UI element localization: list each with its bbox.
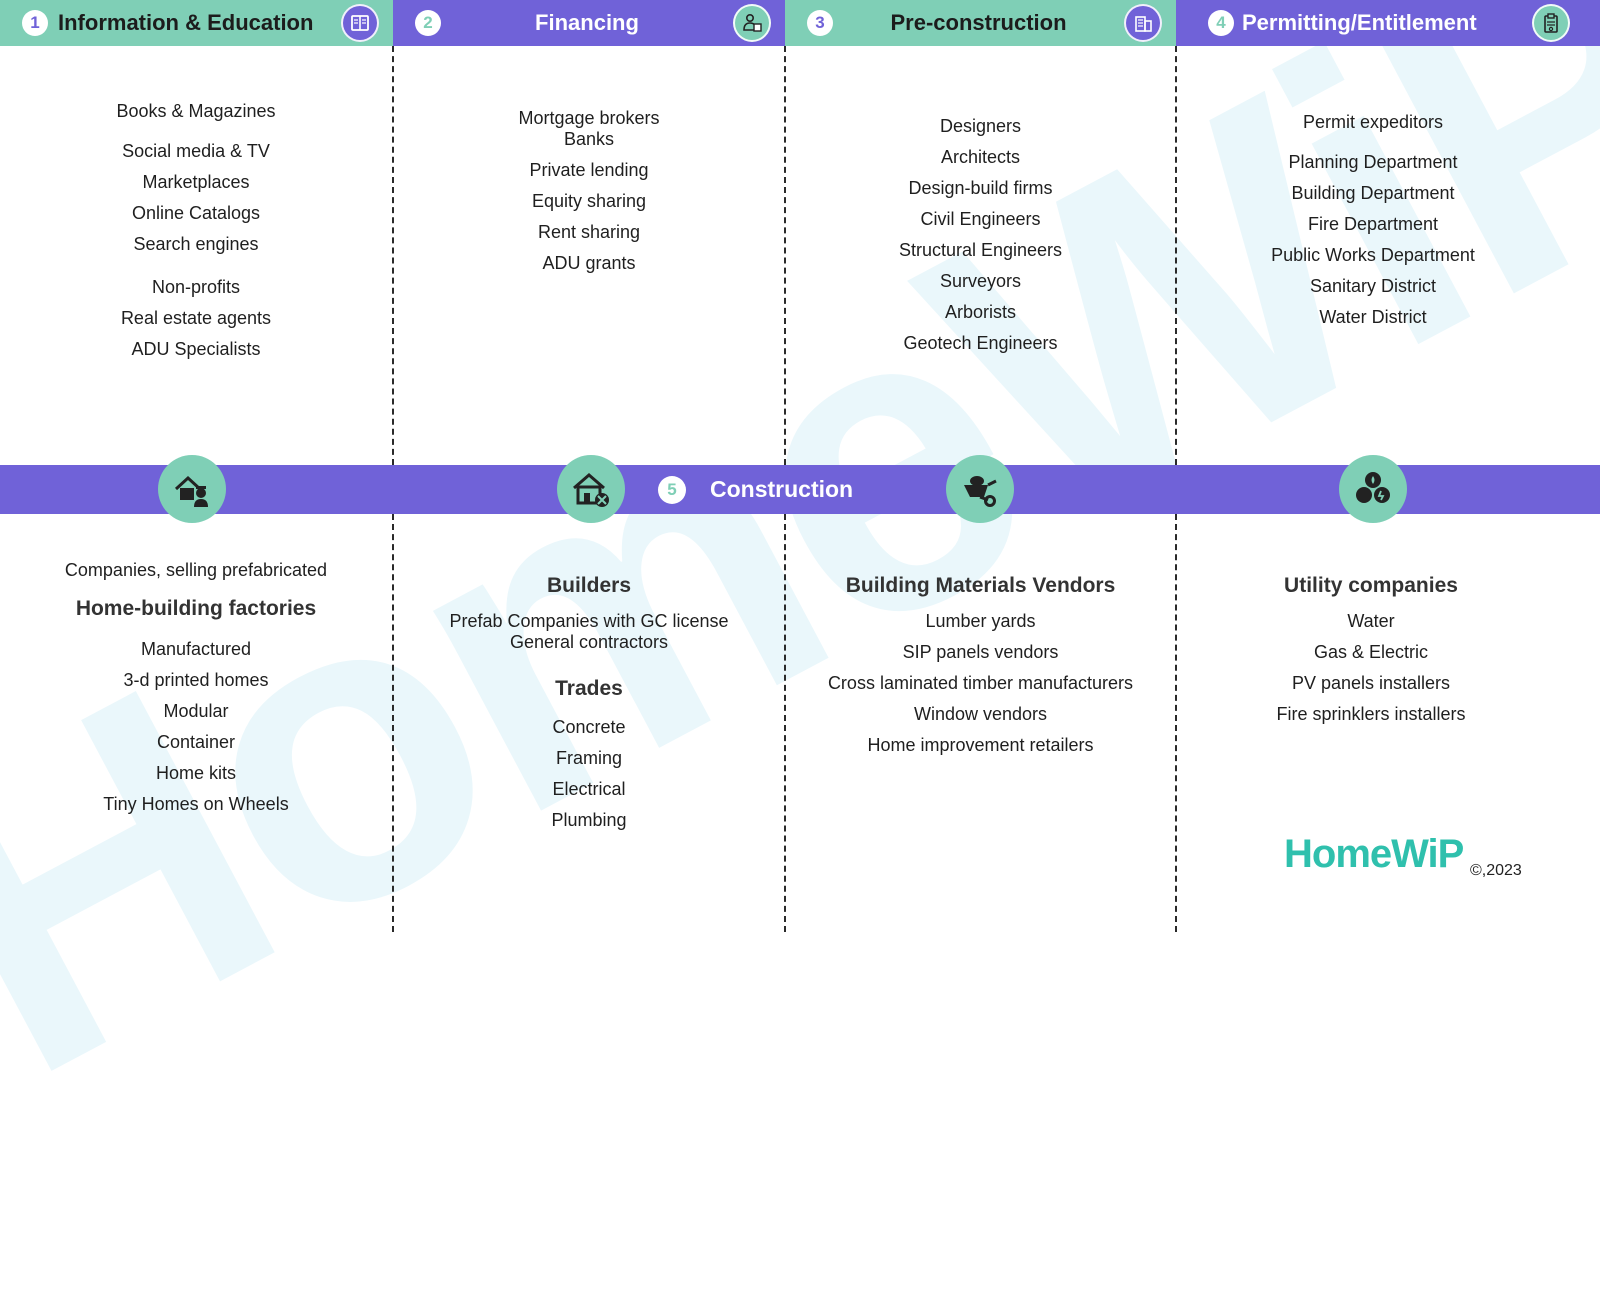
copyright-text: ©,2023	[1470, 862, 1522, 879]
list-item: 3-d printed homes	[123, 670, 269, 690]
section-heading: Builders	[546, 574, 632, 597]
section-intro: Companies, selling prefabricated	[64, 560, 328, 580]
list-item: Modular	[163, 701, 229, 721]
list-item: Public Works Department	[1271, 245, 1475, 265]
permitting-list: Permit expeditors Planning Department Bu…	[1176, 107, 1570, 333]
homewip-logo: HomeWiP	[1284, 832, 1464, 876]
phase-header-financing: 2 Financing	[393, 0, 785, 46]
preconstruction-list: Designers Architects Design-build firms …	[785, 111, 1176, 359]
list-item: Books & Magazines	[116, 101, 276, 121]
list-item: ADU grants	[542, 253, 636, 273]
info-sources-list: Books & Magazines Social media & TV Mark…	[0, 96, 392, 365]
section-heading: Home-building factories	[75, 597, 317, 620]
list-item: ADU Specialists	[131, 339, 261, 359]
list-item: SIP panels vendors	[902, 642, 1059, 662]
phase-number: 5	[658, 475, 686, 504]
list-item: Mortgage brokers	[518, 108, 660, 128]
column-divider	[784, 514, 786, 932]
list-item: Water District	[1319, 307, 1427, 327]
list-item: Geotech Engineers	[903, 333, 1058, 353]
phase-number: 3	[807, 10, 833, 36]
list-item: Sanitary District	[1309, 276, 1437, 296]
phase-number: 2	[415, 10, 441, 36]
list-item: Prefab Companies with GC license	[449, 611, 729, 631]
list-item: PV panels installers	[1291, 673, 1451, 693]
list-item: Social media & TV	[122, 141, 270, 161]
permit-clipboard-icon	[1532, 4, 1570, 42]
list-item: Design-build firms	[908, 178, 1053, 198]
column-divider	[784, 46, 786, 465]
list-item: Fire Department	[1307, 214, 1439, 234]
list-item: Building Department	[1291, 183, 1455, 203]
factories-section: Companies, selling prefabricated Home-bu…	[0, 555, 392, 820]
phase-number: 4	[1208, 10, 1234, 36]
column-divider	[392, 514, 394, 932]
list-item: Non-profits	[151, 277, 241, 297]
phase-title: Construction	[710, 476, 854, 502]
list-item: Fire sprinklers installers	[1276, 704, 1466, 724]
house-tools-icon	[557, 455, 625, 523]
phase-header-preconstruction: 3 Pre-construction	[785, 0, 1176, 46]
list-item: Designers	[939, 116, 1022, 136]
phase-title: Financing	[535, 10, 639, 35]
construction-header: 5 Construction	[658, 465, 853, 514]
section-heading: Utility companies	[1284, 574, 1458, 597]
list-item: Tiny Homes on Wheels	[103, 794, 289, 814]
list-item: Water	[1347, 611, 1395, 631]
section-heading: Building Materials Vendors	[845, 574, 1116, 597]
list-item: Online Catalogs	[131, 203, 261, 223]
list-item: Equity sharing	[531, 191, 647, 211]
list-item: Home kits	[155, 763, 236, 783]
list-item: Banks	[563, 129, 615, 149]
list-item: Cross laminated timber manufacturers	[827, 673, 1134, 693]
list-item: Plumbing	[551, 810, 627, 830]
list-item: Rent sharing	[537, 222, 641, 242]
list-item: Lumber yards	[925, 611, 1036, 631]
list-item: Surveyors	[939, 271, 1022, 291]
list-item: Gas & Electric	[1313, 642, 1429, 662]
list-item: Planning Department	[1288, 152, 1458, 172]
list-item: Home improvement retailers	[867, 735, 1094, 755]
phase-header-permitting: 4 Permitting/Entitlement	[1176, 0, 1600, 46]
list-item: General contractors	[509, 632, 669, 652]
construction-band	[0, 465, 1600, 514]
utilities-section: Utility companies Water Gas & Electric P…	[1176, 570, 1566, 730]
list-item: Manufactured	[140, 639, 252, 659]
house-worker-icon	[158, 455, 226, 523]
financing-list: Mortgage brokers Banks Private lending E…	[393, 108, 785, 279]
column-divider	[1175, 514, 1177, 932]
phase-title: Pre-construction	[890, 10, 1067, 35]
phase-number: 1	[22, 10, 48, 36]
list-item: Framing	[555, 748, 622, 768]
column-divider	[392, 46, 394, 465]
list-item: Civil Engineers	[920, 209, 1041, 229]
phase-title: Information & Education	[58, 10, 314, 35]
list-item: Private lending	[529, 160, 649, 180]
section-heading: Trades	[555, 677, 623, 700]
list-item: Electrical	[552, 779, 626, 799]
list-item: Architects	[940, 147, 1021, 167]
wheelbarrow-icon	[946, 455, 1014, 523]
list-item: Window vendors	[913, 704, 1048, 724]
list-item: Arborists	[944, 302, 1016, 322]
materials-section: Building Materials Vendors Lumber yards …	[785, 570, 1176, 761]
utilities-icon	[1339, 455, 1407, 523]
book-icon	[341, 4, 379, 42]
list-item: Real estate agents	[120, 308, 272, 328]
list-item: Search engines	[133, 234, 259, 254]
list-item: Marketplaces	[142, 172, 250, 192]
list-item: Permit expeditors	[1302, 112, 1444, 132]
list-item: Structural Engineers	[898, 240, 1063, 260]
phase-title: Permitting/Entitlement	[1242, 10, 1477, 35]
column-divider	[1175, 46, 1177, 465]
building-plan-icon	[1124, 4, 1162, 42]
list-item: Concrete	[552, 717, 626, 737]
builders-section: Builders Prefab Companies with GC licens…	[393, 570, 785, 836]
list-item: Container	[156, 732, 236, 752]
phase-header-information: 1 Information & Education	[0, 0, 393, 46]
finance-icon	[733, 4, 771, 42]
